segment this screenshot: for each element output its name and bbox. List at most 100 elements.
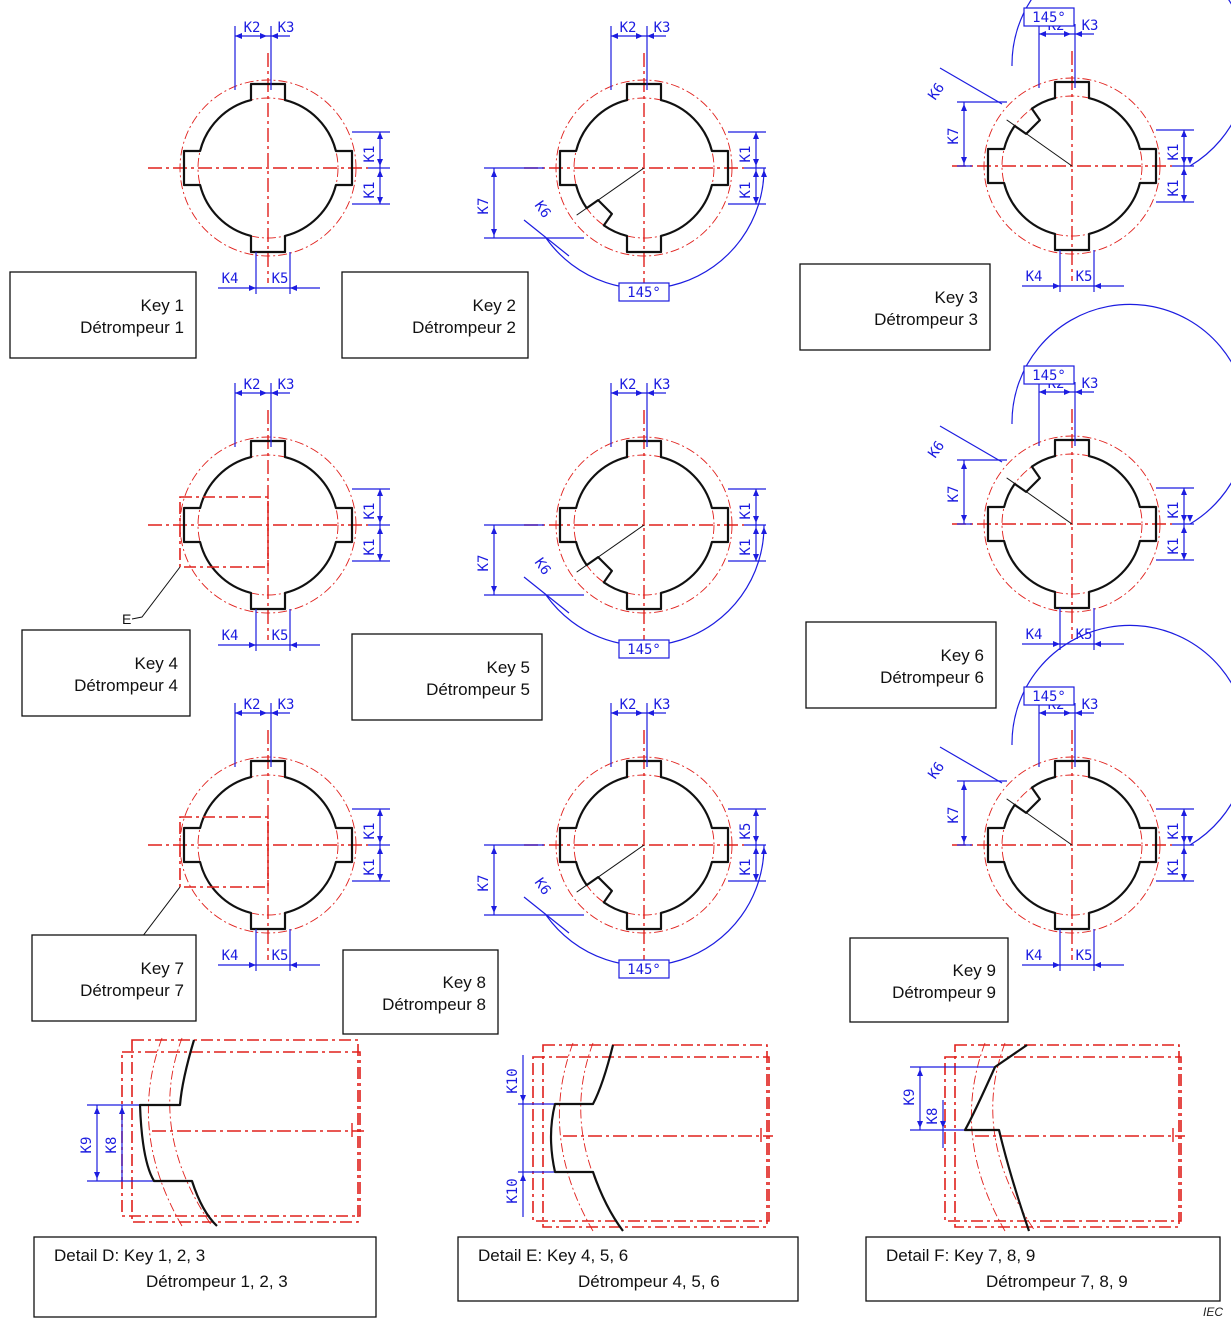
angle-box (1023, 365, 1075, 385)
dimension-line (523, 219, 570, 257)
dim-angle-label: 145° (1032, 10, 1066, 26)
dimension-arrowhead (1039, 31, 1046, 37)
dim-k6-label: K6 (925, 759, 948, 782)
detail-caption-line2: Détrompeur 4, 5, 6 (578, 1272, 720, 1291)
key-profile (963, 1044, 1031, 1232)
dimension-arrowhead (377, 159, 383, 166)
dim-k3-label: K3 (278, 377, 295, 393)
dimension-arrowhead (377, 489, 383, 496)
dimension-arrowhead (1187, 515, 1193, 522)
key-views: K2K3K4K5K1K1K2K3K1K1145°K7K6K2K3K4K5K1K1… (122, 0, 1231, 979)
dimension-arrowhead (753, 527, 759, 534)
caption-box (9, 271, 197, 359)
dimension-arrowhead (491, 906, 497, 913)
dimension-arrowhead (377, 170, 383, 177)
caption-title: Key 7 (141, 959, 184, 978)
key-profile (138, 1039, 218, 1227)
key-profile (549, 1044, 624, 1232)
dimension-arrowhead (753, 132, 759, 139)
dim-k3-label: K3 (654, 20, 671, 36)
dimension-arrowhead (249, 285, 256, 291)
dim-k9-label: K9 (79, 1137, 95, 1154)
dim-angle-label: 145° (1032, 368, 1066, 384)
dimension-arrowhead (1075, 389, 1082, 395)
angle-arc (545, 167, 765, 290)
dimension-arrowhead (1075, 31, 1082, 37)
dim-k8-label: K8 (925, 1108, 941, 1125)
dim-k4-label: K4 (1026, 948, 1043, 964)
detail-leader (131, 566, 181, 620)
caption-title: Key 5 (487, 658, 530, 677)
dimension-arrowhead (611, 390, 618, 396)
dimension-arrowhead (1181, 847, 1187, 854)
dim-upper-right-label: K1 (738, 146, 754, 163)
dimension-arrowhead (753, 489, 759, 496)
key-outline (182, 82, 354, 254)
dimension-arrowhead (940, 1121, 946, 1128)
dimension-arrowhead (94, 1107, 100, 1114)
dimension-arrowhead (377, 197, 383, 204)
caption-subtitle: Détrompeur 3 (874, 310, 978, 329)
dim-angle-label: 145° (1032, 689, 1066, 705)
caption-box (799, 263, 991, 351)
dim-upper-right-label: K1 (362, 823, 378, 840)
dim-upper-right-label: K1 (1166, 502, 1182, 519)
dim-k9-label: K9 (902, 1089, 918, 1106)
dimension-arrowhead (1094, 641, 1101, 647)
detail-frame (179, 496, 269, 568)
dim-k6-label: K6 (531, 875, 554, 898)
key-7-view: FK2K3K4K5K1K1 (122, 697, 390, 971)
dim-lower-right-label: K1 (738, 539, 754, 556)
dim-upper-right-label: K1 (1166, 144, 1182, 161)
angle-box (618, 282, 670, 302)
caption-subtitle: Détrompeur 4 (74, 676, 178, 695)
angle-arc (1011, 303, 1231, 525)
dimension-arrowhead (917, 1121, 923, 1128)
dimension-arrowhead (636, 33, 643, 39)
dim-k7-label: K7 (476, 198, 492, 215)
dim-upper-right-label: K1 (362, 146, 378, 163)
dimension-arrowhead (249, 962, 256, 968)
dimension-arrowhead (761, 847, 767, 854)
caption-box (865, 1236, 1221, 1302)
angle-arc (545, 524, 765, 647)
caption-box (342, 949, 499, 1035)
caption-title: Key 9 (953, 961, 996, 980)
dim-lower-right-label: K1 (362, 182, 378, 199)
dim-k7-label: K7 (946, 128, 962, 145)
caption-subtitle: Détrompeur 6 (880, 668, 984, 687)
detail-leader (131, 886, 181, 940)
dim-k6-label: K6 (531, 555, 554, 578)
detail-frame-inner (532, 1056, 770, 1222)
dim-upper-right-label: K1 (1166, 823, 1182, 840)
dimension-arrowhead (377, 516, 383, 523)
key-outline (986, 80, 1158, 252)
dim-lower-right-label: K1 (362, 859, 378, 876)
detail-caption-line1: Detail F: Key 7, 8, 9 (886, 1246, 1035, 1265)
dim-k8-label: K8 (104, 1137, 120, 1154)
dim-lower-right-label: K1 (1166, 538, 1182, 555)
caption-box (351, 633, 543, 721)
caption-box (21, 629, 191, 717)
dim-k6-label: K6 (531, 198, 554, 221)
detail-caption-line1: Detail E: Key 4, 5, 6 (478, 1246, 628, 1265)
caption-title: Key 3 (935, 288, 978, 307)
dim-k7-label: K7 (476, 875, 492, 892)
dim-k3-label: K3 (278, 697, 295, 713)
dimension-arrowhead (377, 874, 383, 881)
dimension-arrowhead (290, 285, 297, 291)
dim-k5-label: K5 (1076, 269, 1093, 285)
reference-arc (970, 1042, 1006, 1232)
dimension-arrowhead (1181, 836, 1187, 843)
dim-angle-label: 145° (627, 642, 661, 658)
dimension-arrowhead (491, 586, 497, 593)
dimension-arrowhead (491, 170, 497, 177)
dim-upper-right-label: K1 (362, 503, 378, 520)
caption-box (805, 621, 997, 709)
dimension-arrowhead (1039, 710, 1046, 716)
dim-lower-right-label: K1 (738, 859, 754, 876)
dimension-arrowhead (1053, 641, 1060, 647)
